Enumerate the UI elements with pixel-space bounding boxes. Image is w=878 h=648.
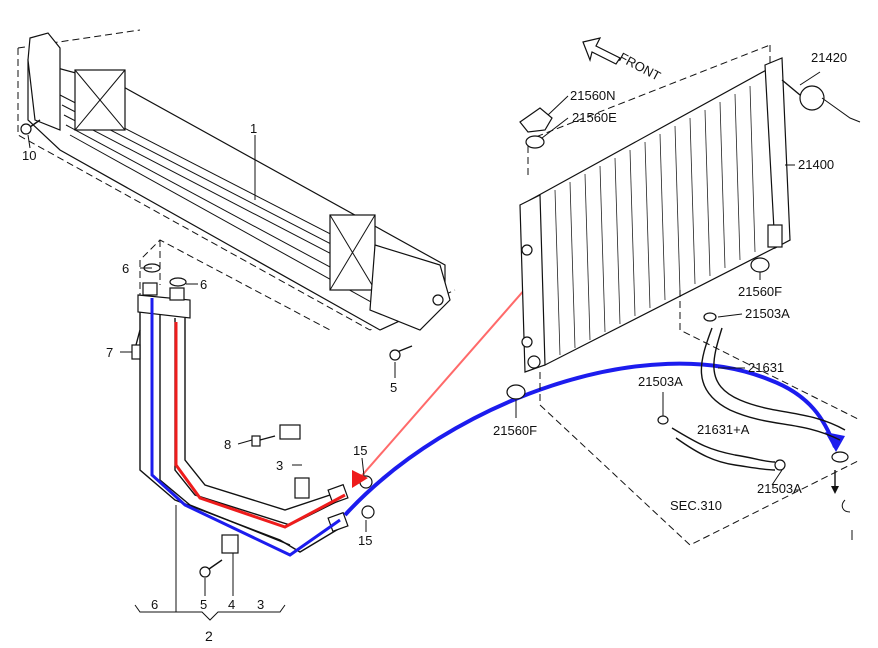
oil-cooler: [17, 29, 456, 331]
label-4: 4: [228, 597, 235, 612]
label-21400: 21400: [798, 157, 834, 172]
hose-21631: [700, 327, 846, 441]
label-21631: 21631: [748, 360, 784, 375]
label-15-b: 15: [358, 533, 372, 548]
bolt-5-lower: [199, 559, 223, 578]
hose-21631A: [671, 427, 786, 471]
label-21503A-b: 21503A: [638, 374, 683, 389]
bracket-21560N: [519, 95, 569, 133]
red-arrow: [352, 271, 541, 488]
label-3: 3: [276, 458, 283, 473]
label-7: 7: [106, 345, 113, 360]
label-21560F-right: 21560F: [738, 284, 782, 299]
label-5-lower: 5: [200, 597, 207, 612]
label-21631A: 21631+A: [697, 422, 750, 437]
front-arrow-icon: [582, 37, 621, 65]
label-21503A-c: 21503A: [757, 481, 802, 496]
right-fitting: [831, 451, 853, 540]
bolt-10: [20, 119, 41, 149]
label-21420: 21420: [811, 50, 847, 65]
label-21560N: 21560N: [570, 88, 616, 103]
label-8: 8: [224, 437, 231, 452]
radiator: [519, 44, 801, 373]
blue-oil-line: [150, 298, 341, 557]
label-1: 1: [250, 121, 257, 136]
mount-21560E: [525, 117, 569, 149]
mount-21560F-left: [506, 384, 526, 418]
label-6-a: 6: [122, 261, 129, 276]
pipe-assembly: [137, 239, 375, 554]
cap-21420: [799, 71, 861, 123]
label-21560E: 21560E: [572, 110, 617, 125]
label-15-a: 15: [353, 443, 367, 458]
label-5-upper: 5: [390, 380, 397, 395]
label-2: 2: [205, 628, 213, 644]
red-oil-line: [174, 322, 346, 529]
label-6-b: 6: [200, 277, 207, 292]
bolt-5-upper: [389, 345, 413, 378]
label-sec-310: SEC.310: [670, 498, 722, 513]
bolt-7: [120, 329, 141, 360]
label-3-b: 3: [257, 597, 264, 612]
label-21560F-left: 21560F: [493, 423, 537, 438]
label-10: 10: [22, 148, 36, 163]
bolt-8: [237, 435, 276, 447]
clamp-21503A-b: [657, 392, 669, 425]
label-6-c: 6: [151, 597, 158, 612]
blue-arrow: [343, 361, 845, 517]
clamp-21503A-a: [703, 312, 743, 322]
mount-21560F-right: [750, 257, 770, 280]
label-21503A-a: 21503A: [745, 306, 790, 321]
front-label: FRONT: [617, 49, 664, 83]
